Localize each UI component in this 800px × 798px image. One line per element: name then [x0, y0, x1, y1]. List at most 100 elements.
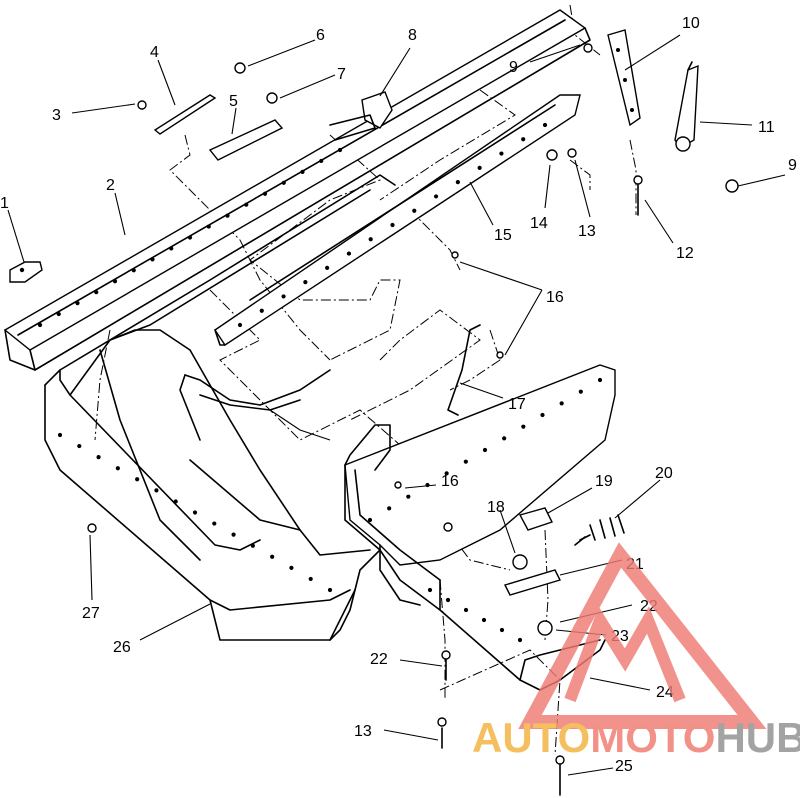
rivet-hole	[225, 213, 230, 218]
rivet-hole	[477, 165, 482, 170]
callout-8: 8	[408, 27, 417, 44]
watermark-logo: AUTOMOTOHUB	[472, 542, 800, 761]
callout-17: 17	[508, 396, 526, 413]
rivet-hole	[433, 194, 439, 199]
rivet-hole	[112, 279, 118, 284]
callout-19: 19	[595, 473, 613, 490]
rivet-hole	[135, 477, 140, 482]
rivet-hole	[308, 576, 313, 582]
watermark-m-shape	[564, 606, 686, 703]
part-10-hinge	[607, 29, 641, 127]
watermark-text-moto: MOTO	[590, 714, 715, 761]
rivet-hole	[521, 137, 526, 142]
callout-14: 14	[530, 215, 548, 232]
callout-4: 4	[150, 44, 159, 61]
rivet-hole	[517, 637, 523, 643]
callout-5: 5	[229, 93, 238, 110]
rivet-hole	[231, 532, 236, 537]
rivet-hole	[281, 180, 286, 185]
rivet-hole	[289, 565, 294, 570]
callout-16b: 16	[441, 473, 459, 490]
callout-labels: 1 2 3 4 5 6 7 8 9 10 11 9 12 13 14 15 16…	[0, 15, 797, 775]
part-17-rod	[447, 324, 481, 416]
rivet-hole	[56, 311, 61, 317]
callout-15: 15	[494, 227, 512, 244]
fasteners	[87, 43, 739, 796]
rivet-hole	[482, 447, 488, 453]
rivet-hole	[444, 471, 449, 476]
callout-25: 25	[615, 758, 633, 775]
rivet-hole	[303, 280, 308, 285]
callout-27: 27	[82, 605, 100, 622]
rivet-hole	[300, 169, 305, 174]
rivet-hole	[281, 294, 286, 299]
rivet-hole	[346, 251, 352, 256]
rivet-hole	[319, 158, 324, 164]
rivet-hole	[96, 455, 101, 460]
rivet-hole	[75, 301, 80, 306]
callout-13a: 13	[578, 223, 596, 240]
rivet-hole	[427, 587, 433, 593]
callout-12: 12	[676, 245, 694, 262]
part-5-strip	[208, 119, 284, 161]
rivet-hole	[597, 377, 603, 383]
rivet-hole	[368, 237, 373, 242]
rivet-hole	[455, 180, 460, 185]
callout-13b: 13	[354, 723, 372, 740]
rivet-hole	[244, 202, 249, 207]
svg-text:AUTOMOTOHUB: AUTOMOTOHUB	[472, 714, 800, 761]
rivet-hole	[463, 459, 468, 464]
rivet-hole	[578, 389, 583, 394]
rivet-hole	[499, 627, 505, 633]
rivet-hole	[445, 597, 451, 603]
rivet-hole	[327, 587, 333, 593]
part-11-link	[674, 61, 699, 152]
part-2-upper-rail	[3, 9, 591, 371]
rivet-hole	[481, 617, 487, 623]
part-21-plate	[504, 569, 561, 596]
callout-7: 7	[337, 66, 346, 83]
part-19-block	[518, 507, 553, 531]
watermark-text-auto: AUTO	[472, 714, 590, 761]
callout-11: 11	[758, 119, 775, 136]
part-1-bracket	[9, 261, 43, 283]
rivet-hole	[169, 246, 174, 251]
part-23-grommet	[537, 620, 553, 636]
callout-20: 20	[655, 465, 673, 482]
rivet-hole	[406, 494, 411, 499]
callout-9b: 9	[788, 157, 797, 174]
rivet-hole	[154, 488, 159, 493]
rivet-hole	[390, 222, 395, 228]
rivet-hole	[337, 147, 343, 153]
callout-18: 18	[487, 499, 505, 516]
rivet-hole	[37, 322, 43, 328]
callout-1: 1	[0, 195, 9, 212]
callout-10: 10	[682, 15, 700, 32]
rivet-hole	[173, 499, 178, 504]
part-26-body-tub	[44, 174, 396, 641]
watermark-triangle	[518, 542, 767, 729]
callout-26: 26	[113, 639, 131, 656]
rivet-hole	[131, 268, 136, 273]
callout-2: 2	[106, 177, 115, 194]
rivet-hole	[542, 122, 548, 128]
rivet-hole	[115, 466, 120, 471]
rivet-hole	[463, 607, 469, 613]
rivet-hole	[77, 443, 82, 449]
rivet-hole	[367, 517, 373, 523]
callout-6: 6	[316, 27, 325, 44]
rivet-hole	[502, 436, 507, 441]
rivet-hole	[187, 235, 193, 240]
rivet-hole	[212, 521, 217, 526]
rivet-hole	[206, 224, 211, 229]
part-4-trim	[153, 94, 217, 135]
rivet-hole	[250, 543, 255, 548]
callout-9a: 9	[509, 59, 518, 76]
rivet-hole	[559, 401, 564, 406]
rivet-hole	[387, 506, 392, 511]
watermark-text-hub: HUB	[715, 714, 800, 761]
rivet-hole	[192, 510, 198, 515]
rivet-hole	[499, 151, 504, 156]
rivet-holes	[37, 122, 603, 643]
